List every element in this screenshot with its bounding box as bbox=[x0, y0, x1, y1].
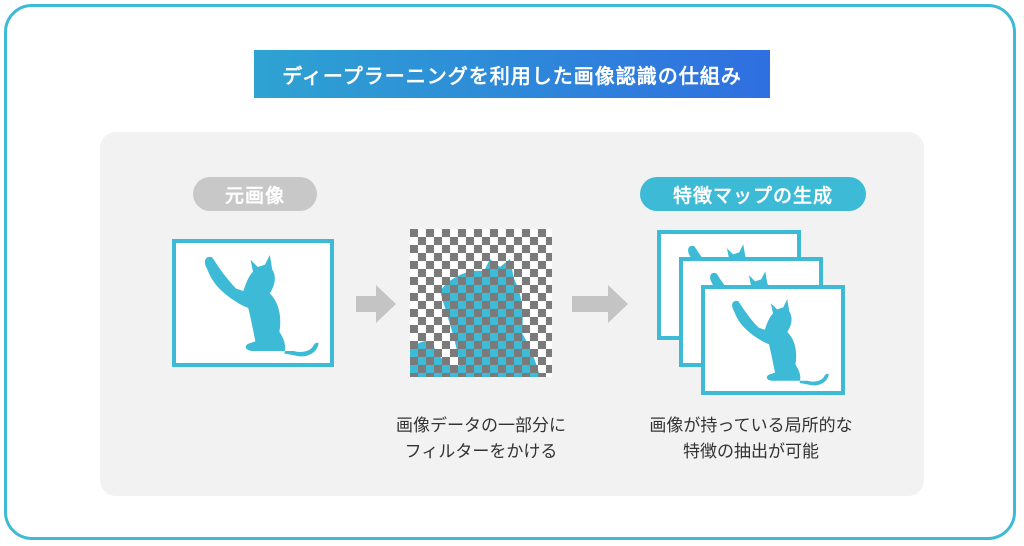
filter-caption-line1: 画像データの一部分に bbox=[396, 416, 566, 436]
cat-silhouette-icon bbox=[705, 289, 841, 391]
filtered-image bbox=[410, 229, 552, 377]
page-title: ディープラーニングを利用した画像認識の仕組み bbox=[254, 50, 770, 98]
right-arrow-icon bbox=[572, 285, 628, 323]
right-arrow-icon bbox=[356, 285, 396, 323]
feature-caption-line1: 画像が持っている局所的な bbox=[649, 416, 853, 436]
feature-caption: 画像が持っている局所的な 特徴の抽出が可能 bbox=[616, 413, 886, 465]
cat-silhouette-icon bbox=[176, 243, 330, 363]
feature-caption-line2: 特徴の抽出が可能 bbox=[683, 442, 819, 462]
filter-caption-line2: フィルターをかける bbox=[404, 442, 558, 462]
original-image-label: 元画像 bbox=[193, 177, 317, 211]
checkerboard-filter-icon bbox=[410, 259, 540, 377]
filter-caption: 画像データの一部分に フィルターをかける bbox=[366, 413, 596, 465]
feature-map-front bbox=[701, 285, 845, 395]
feature-map-label: 特徴マップの生成 bbox=[640, 177, 866, 211]
original-image-frame bbox=[172, 239, 334, 367]
